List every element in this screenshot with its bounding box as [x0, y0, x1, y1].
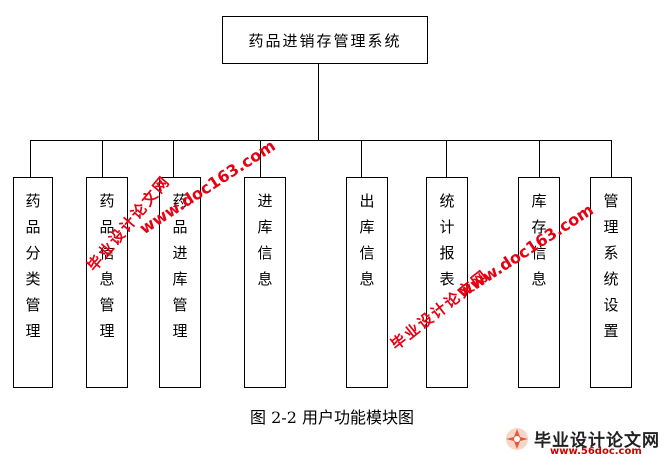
module-char: 存: [531, 218, 547, 236]
module-char: 药: [172, 192, 188, 210]
module-connector-7: [539, 140, 540, 177]
module-char: 统: [439, 192, 455, 210]
module-char: 品: [172, 218, 188, 236]
module-connector-6: [446, 140, 447, 177]
module-char: 息: [359, 270, 375, 288]
module-char: 药: [25, 192, 41, 210]
module-box-2: 药 品 信 息 管 理: [86, 177, 128, 388]
module-char: 理: [99, 322, 115, 340]
module-char: 信: [359, 244, 375, 262]
root-module-label: 药品进销存管理系统: [248, 31, 402, 50]
module-box-8: 管 理 系 统 设 置: [590, 177, 632, 388]
module-connector-4: [260, 140, 261, 177]
module-char: 设: [603, 296, 619, 314]
root-module-box: 药品进销存管理系统: [222, 16, 428, 64]
module-box-3: 药 品 进 库 管 理: [159, 177, 201, 388]
figure-caption: 图 2-2 用户功能模块图: [250, 408, 414, 427]
module-char: 库: [172, 270, 188, 288]
module-char: 管: [99, 296, 115, 314]
module-char: 计: [439, 218, 455, 236]
module-char: 息: [257, 270, 273, 288]
module-connector-2: [102, 140, 103, 177]
module-char: 进: [172, 244, 188, 262]
module-connector-8: [611, 140, 612, 177]
module-box-7: 库 存 信 息: [518, 177, 560, 388]
module-char: 息: [531, 270, 547, 288]
module-char: 库: [531, 192, 547, 210]
bus-connector-horizontal: [30, 140, 612, 141]
logo-mark-icon: [506, 428, 528, 450]
module-char: 药: [99, 192, 115, 210]
module-char: 报: [439, 244, 455, 262]
module-char: 库: [257, 218, 273, 236]
site-logo: 毕业设计论文网 www.56doc.com: [498, 424, 660, 458]
module-box-5: 出 库 信 息: [346, 177, 388, 388]
module-char: 表: [439, 270, 455, 288]
logo-title: 毕业设计论文网: [534, 431, 660, 451]
module-char: 管: [25, 296, 41, 314]
module-char: 信: [531, 244, 547, 262]
module-char: 理: [603, 218, 619, 236]
module-char: 息: [99, 270, 115, 288]
module-char: 理: [172, 322, 188, 340]
module-connector-3: [173, 140, 174, 177]
module-box-4: 进 库 信 息: [244, 177, 286, 388]
module-char: 管: [172, 296, 188, 314]
module-char: 出: [359, 192, 375, 210]
logo-url: www.56doc.com: [550, 446, 642, 457]
module-char: 库: [359, 218, 375, 236]
module-connector-1: [30, 140, 31, 177]
module-char: 进: [257, 192, 273, 210]
module-char: 理: [25, 322, 41, 340]
module-char: 类: [25, 270, 41, 288]
module-char: 信: [257, 244, 273, 262]
module-char: 置: [603, 322, 619, 340]
module-char: 品: [25, 218, 41, 236]
module-char: 品: [99, 218, 115, 236]
module-connector-5: [361, 140, 362, 177]
module-char: 管: [603, 192, 619, 210]
module-char: 系: [603, 244, 619, 262]
module-char: 信: [99, 244, 115, 262]
root-connector-vertical: [318, 64, 319, 141]
module-box-1: 药 品 分 类 管 理: [13, 177, 53, 388]
module-char: 统: [603, 270, 619, 288]
module-char: 分: [25, 244, 41, 262]
module-box-6: 统 计 报 表: [426, 177, 468, 388]
